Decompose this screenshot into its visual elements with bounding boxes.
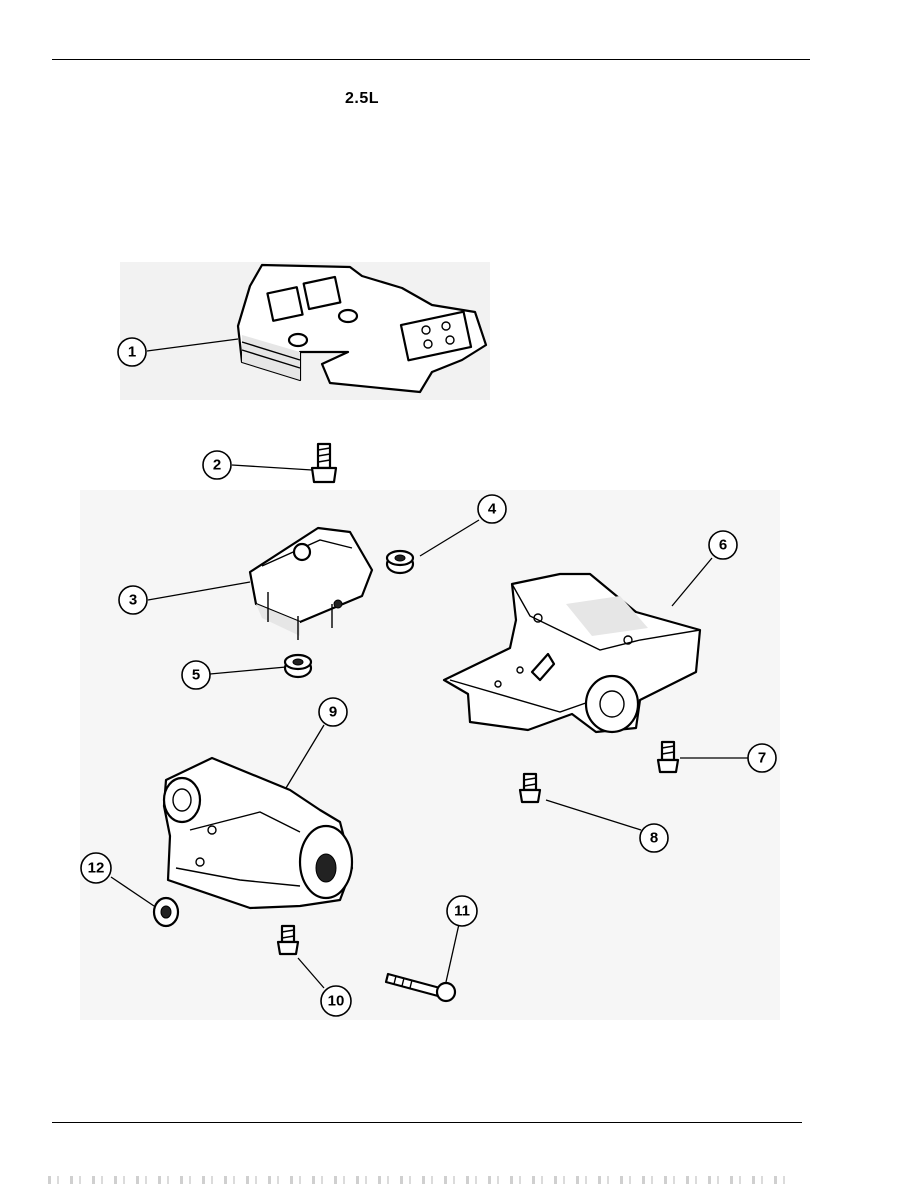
part-7-bolt (656, 740, 680, 774)
callout-2: 2 (202, 450, 232, 480)
scan-artifact (48, 1176, 788, 1184)
part-8-bolt (518, 772, 542, 804)
part-11-long-bolt (384, 972, 457, 1003)
callout-number: 2 (213, 457, 221, 474)
callout-10: 10 (320, 985, 352, 1017)
callout-number: 10 (328, 993, 345, 1010)
callout-number: 6 (719, 537, 727, 554)
part-9-rear-mount (162, 756, 354, 910)
callout-number: 11 (454, 903, 470, 920)
part-3-insulator (248, 526, 374, 640)
callout-number: 7 (758, 750, 766, 767)
part-4-nut (385, 549, 415, 575)
part-12-nut (152, 896, 180, 928)
footer-rule (52, 1122, 802, 1123)
part-1-bracket (236, 263, 488, 394)
callout-4: 4 (477, 494, 507, 524)
callout-6: 6 (708, 530, 738, 560)
callout-8: 8 (639, 823, 669, 853)
callout-7: 7 (747, 743, 777, 773)
callout-number: 8 (650, 830, 658, 847)
callout-number: 12 (88, 860, 105, 877)
callout-number: 9 (329, 704, 337, 721)
callout-5: 5 (181, 660, 211, 690)
part-10-bolt (276, 924, 300, 956)
callout-11: 11 (446, 895, 478, 927)
header-rule (52, 59, 810, 60)
callout-12: 12 (80, 852, 112, 884)
callout-number: 5 (192, 667, 200, 684)
callout-number: 3 (129, 592, 137, 609)
part-2-bolt (310, 442, 338, 484)
callout-9: 9 (318, 697, 348, 727)
part-6-support-bracket (442, 572, 702, 734)
engine-label: 2.5L (345, 90, 380, 107)
callout-3: 3 (118, 585, 148, 615)
part-5-nut (283, 653, 313, 679)
callout-1: 1 (117, 337, 147, 367)
callout-number: 1 (128, 344, 136, 361)
callout-number: 4 (488, 501, 497, 518)
leader-lines (110, 338, 748, 989)
